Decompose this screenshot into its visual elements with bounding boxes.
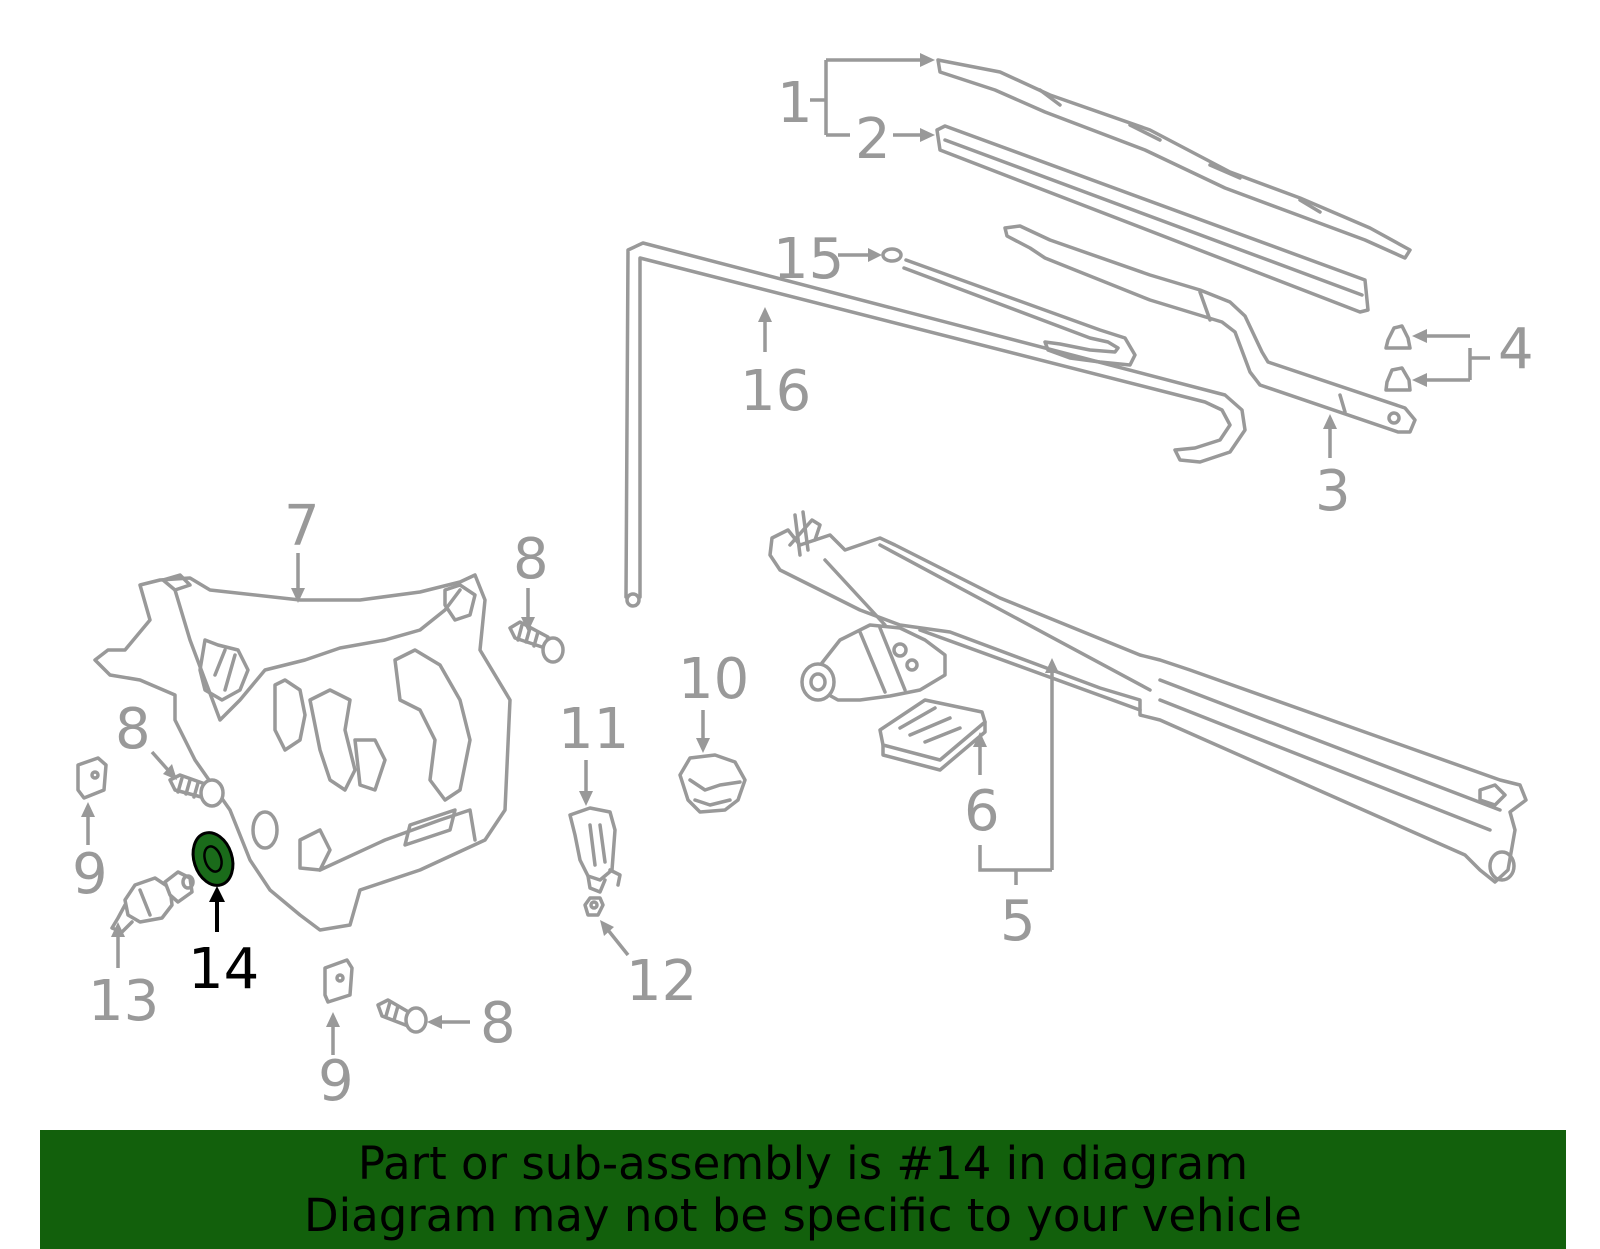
info-banner: Part or sub-assembly is #14 in diagram D…	[40, 1130, 1566, 1249]
callout-8-lower: 8	[480, 991, 516, 1056]
callout-12: 12	[626, 949, 697, 1014]
wiper-motor	[800, 623, 947, 702]
linkage-part-5	[768, 510, 1528, 884]
banner-line-disclaimer: Diagram may not be specific to your vehi…	[304, 1188, 1302, 1242]
nuts-part-4	[1384, 324, 1412, 392]
leader-lines	[81, 53, 1490, 1055]
clip-part-9-left	[76, 756, 108, 800]
parts-diagram: 1 2 3 4 5 6 7 8 8 8 9 9 10 11 12 13 14 1…	[72, 53, 1534, 1114]
washer-hose-part-15	[881, 247, 1137, 367]
bolt-part-8-upper	[508, 620, 565, 664]
callout-9-left: 9	[72, 842, 108, 907]
wiper-arm-part-3	[1003, 224, 1417, 434]
callout-labels: 1 2 3 4 5 6 7 8 8 8 9 9 10 11 12 13 14 1…	[72, 71, 1534, 1114]
blade-insert-part-2	[935, 124, 1370, 314]
grommet-part-10	[678, 753, 747, 814]
callout-3: 3	[1315, 459, 1351, 524]
callout-13: 13	[88, 969, 159, 1034]
cap-part-12	[583, 896, 605, 917]
rod-part-16	[624, 241, 1247, 608]
pump-part-13	[110, 870, 195, 934]
callout-10: 10	[678, 647, 749, 712]
washer-reservoir-part-7	[93, 573, 512, 932]
callout-8-left: 8	[115, 697, 151, 762]
clip-part-9-lower	[323, 958, 354, 1004]
banner-line-part-info: Part or sub-assembly is #14 in diagram	[357, 1136, 1249, 1190]
callout-9-lower: 9	[318, 1049, 354, 1114]
bolt-part-8-lower	[376, 998, 428, 1034]
callout-16: 16	[740, 359, 811, 424]
callout-1: 1	[777, 71, 813, 136]
callout-6: 6	[964, 779, 1000, 844]
nozzle-part-11	[568, 806, 622, 894]
wiper-blade-part-1	[936, 58, 1412, 260]
callout-7: 7	[284, 494, 320, 559]
callout-4: 4	[1498, 317, 1534, 382]
seal-part-14-highlighted	[191, 831, 235, 887]
callout-8-upper: 8	[513, 527, 549, 592]
callout-2: 2	[855, 107, 891, 172]
callout-15: 15	[773, 227, 844, 292]
bolt-part-8-left	[168, 773, 225, 808]
callout-14-highlighted: 14	[188, 937, 259, 1002]
callout-11: 11	[558, 697, 629, 762]
callout-5: 5	[1000, 889, 1036, 954]
bracket-part-6	[878, 698, 987, 772]
